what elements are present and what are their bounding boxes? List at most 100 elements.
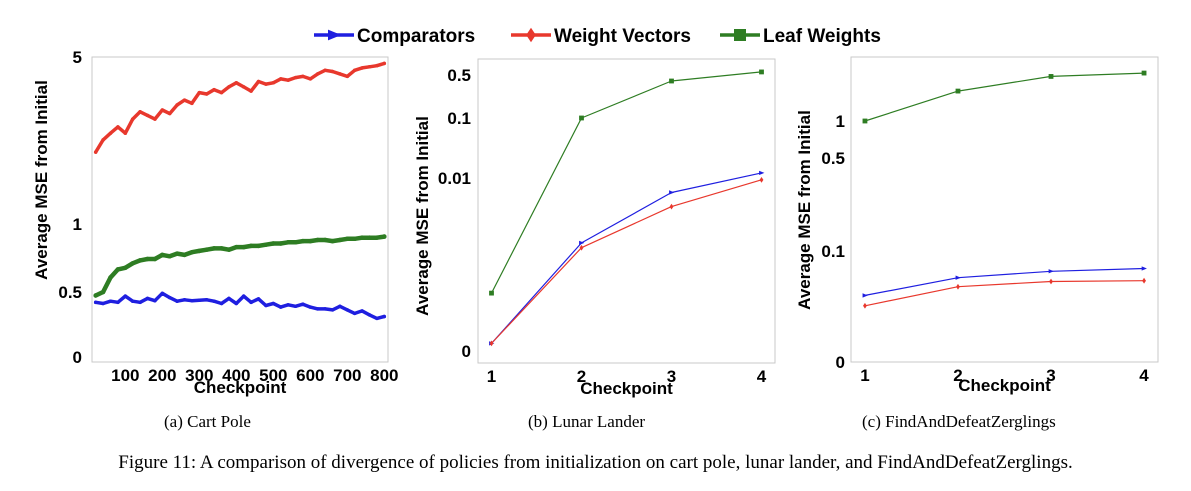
- data-point-comparators-260: [182, 298, 187, 302]
- plot-area-frame: [91, 56, 389, 363]
- data-point-comparators-20: [93, 300, 98, 305]
- data-point-comparators-160: [145, 296, 150, 301]
- x-tick-label-3: 3: [1046, 366, 1055, 385]
- data-point-weight-vectors-420: [241, 85, 246, 89]
- y-tick-label-0: 0: [836, 353, 845, 372]
- data-point-leaf-weights-740: [359, 235, 365, 240]
- data-point-comparators-660: [330, 308, 335, 312]
- data-point-leaf-weights-380: [226, 247, 232, 252]
- data-point-weight-vectors-460: [256, 79, 261, 84]
- data-point-leaf-weights-3: [1048, 74, 1054, 79]
- y-tick-label-0: 0: [462, 342, 471, 361]
- x-tick-label-600: 600: [296, 366, 324, 385]
- data-point-comparators-500: [271, 301, 276, 306]
- data-point-comparators-140: [138, 300, 142, 305]
- plot-area-frame: [477, 58, 776, 364]
- data-point-leaf-weights-4: [1141, 70, 1147, 76]
- y-tick-label-0-01: 0.01: [438, 169, 471, 188]
- series-comparators: [93, 291, 387, 321]
- data-point-weight-vectors-660: [330, 69, 335, 74]
- data-point-leaf-weights-620: [315, 237, 320, 243]
- data-point-comparators-340: [212, 299, 216, 303]
- data-point-comparators-4: [759, 170, 765, 176]
- subcaption-find-and-defeat-zerglings: (c) FindAndDefeatZerglings: [862, 412, 1056, 431]
- data-point-weight-vectors-600: [308, 77, 313, 81]
- figure-caption: Figure 11: A comparison of divergence of…: [118, 452, 1073, 473]
- series-weight-vectors: [93, 61, 387, 154]
- data-point-leaf-weights-1: [862, 118, 868, 124]
- data-point-weight-vectors-240: [175, 103, 179, 107]
- series-line-leaf-weights: [490, 71, 763, 294]
- y-tick-label-0: 0: [73, 348, 82, 367]
- x-tick-label-4: 4: [757, 367, 767, 386]
- data-point-leaf-weights-4: [759, 69, 764, 75]
- x-tick-label-700: 700: [333, 366, 361, 385]
- data-point-weight-vectors-340: [212, 87, 216, 92]
- data-point-comparators-60: [108, 299, 113, 303]
- data-point-comparators-380: [227, 296, 231, 301]
- data-point-weight-vectors-280: [190, 101, 194, 106]
- data-point-weight-vectors-580: [301, 74, 305, 79]
- legend-marker-weight-vectors: [526, 27, 536, 43]
- data-point-leaf-weights-420: [241, 244, 246, 250]
- data-point-comparators-360: [219, 301, 224, 306]
- data-point-leaf-weights-1: [489, 290, 494, 296]
- data-point-weight-vectors-760: [367, 65, 372, 69]
- data-point-comparators-540: [286, 303, 290, 307]
- data-point-weight-vectors-360: [219, 90, 224, 95]
- y-axis-label: Average MSE from Initial: [413, 116, 432, 316]
- data-point-comparators-440: [249, 300, 253, 305]
- data-point-weight-vectors-480: [264, 82, 268, 86]
- data-point-weight-vectors-60: [108, 131, 113, 135]
- data-point-weight-vectors-2: [956, 283, 960, 290]
- x-tick-label-100: 100: [111, 366, 139, 385]
- legend-label-weight-vectors: Weight Vectors: [554, 26, 691, 47]
- data-point-leaf-weights-480: [263, 242, 269, 247]
- data-point-comparators-600: [308, 305, 313, 309]
- data-point-leaf-weights-160: [145, 256, 150, 262]
- data-point-leaf-weights-220: [167, 254, 172, 259]
- data-point-weight-vectors-780: [375, 63, 379, 68]
- y-axis-label: Average MSE from Initial: [32, 80, 51, 280]
- data-point-leaf-weights-280: [189, 249, 195, 255]
- data-point-comparators-2: [579, 240, 585, 246]
- series-line-weight-vectors: [864, 280, 1145, 307]
- data-point-weight-vectors-700: [345, 74, 350, 79]
- data-point-weight-vectors-520: [278, 77, 283, 81]
- data-point-comparators-100: [123, 294, 128, 298]
- data-point-weight-vectors-400: [234, 81, 239, 85]
- series-weight-vectors: [863, 277, 1146, 309]
- data-point-weight-vectors-440: [249, 89, 253, 93]
- data-point-leaf-weights-440: [248, 243, 254, 249]
- data-point-comparators-3: [669, 190, 675, 195]
- data-point-leaf-weights-760: [367, 235, 372, 240]
- x-tick-label-4: 4: [1139, 366, 1149, 385]
- data-point-leaf-weights-360: [219, 246, 224, 251]
- x-tick-label-500: 500: [259, 366, 287, 385]
- x-tick-label-300: 300: [185, 366, 213, 385]
- data-point-leaf-weights-780: [374, 235, 380, 240]
- data-point-leaf-weights-680: [337, 237, 343, 243]
- y-tick-label-1: 1: [836, 112, 845, 131]
- data-point-weight-vectors-540: [286, 78, 290, 82]
- x-tick-label-400: 400: [222, 366, 250, 385]
- data-point-weight-vectors-120: [130, 117, 135, 121]
- series-leaf-weights: [93, 234, 387, 298]
- data-point-comparators-760: [367, 313, 372, 317]
- x-axis-label: Checkpoint: [580, 379, 673, 398]
- data-point-comparators-620: [315, 307, 320, 311]
- data-point-weight-vectors-1: [489, 340, 494, 347]
- series-line-comparators: [93, 291, 387, 321]
- data-point-weight-vectors-800: [382, 61, 387, 66]
- data-point-comparators-400: [234, 301, 239, 306]
- data-point-leaf-weights-520: [278, 241, 283, 246]
- data-point-leaf-weights-460: [256, 243, 261, 249]
- series-line-comparators: [864, 267, 1145, 296]
- data-point-leaf-weights-580: [300, 238, 306, 244]
- data-point-weight-vectors-560: [293, 75, 298, 80]
- data-point-leaf-weights-40: [100, 289, 106, 295]
- data-point-leaf-weights-700: [345, 236, 350, 242]
